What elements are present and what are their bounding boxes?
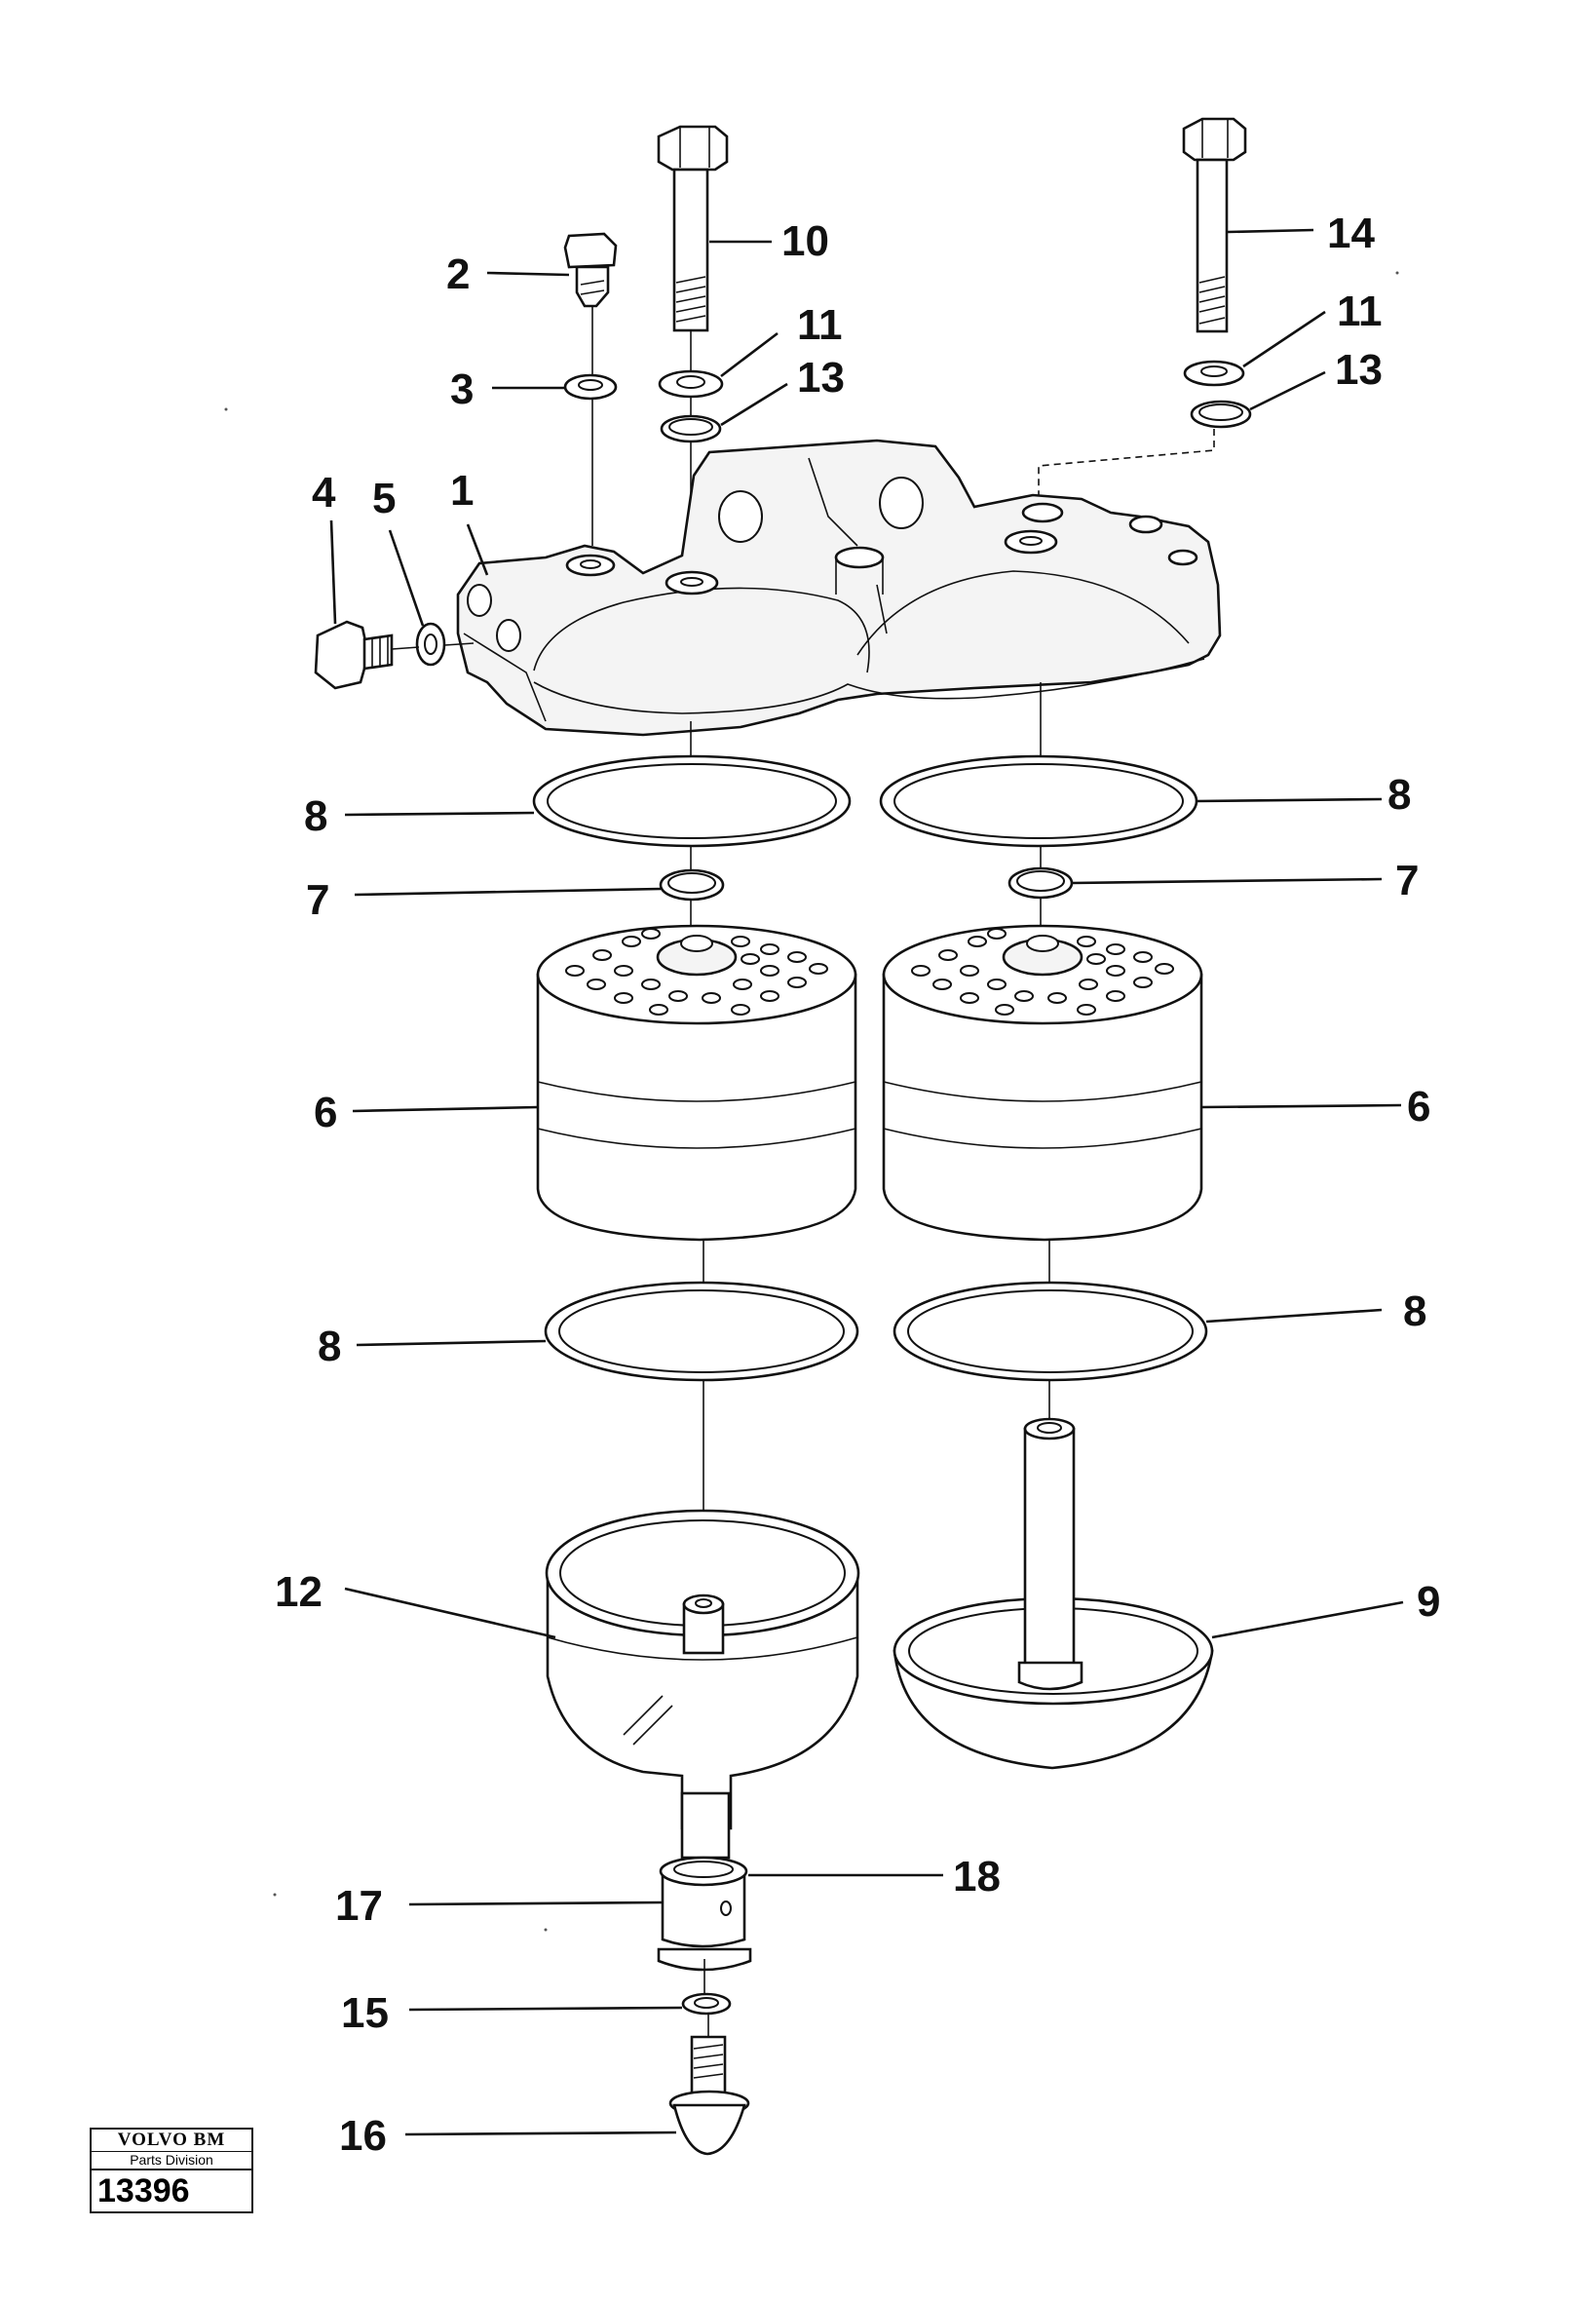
label-8-upper-right: 8 <box>1387 771 1411 819</box>
plug-2 <box>563 232 618 546</box>
label-9: 9 <box>1417 1578 1440 1626</box>
label-16: 16 <box>339 2112 387 2160</box>
filter-element-6-left <box>536 924 857 1242</box>
label-6-left: 6 <box>314 1089 337 1136</box>
bowl-9 <box>893 1417 1214 1770</box>
part-labels: 1 2 3 4 5 6 6 7 7 8 8 8 8 9 10 11 11 12 … <box>275 210 1440 2160</box>
label-2: 2 <box>446 250 470 298</box>
logo-division: Parts Division <box>92 2152 251 2170</box>
filter-head-1 <box>456 439 1222 737</box>
drawing-number: 13396 <box>97 2172 190 2209</box>
label-18: 18 <box>953 1853 1001 1901</box>
label-13-left: 13 <box>797 354 845 402</box>
label-3: 3 <box>450 365 474 413</box>
label-17: 17 <box>335 1882 383 1930</box>
washer-11-right <box>1183 360 1245 387</box>
label-7-left: 7 <box>306 876 329 924</box>
label-8-lower-right: 8 <box>1403 1287 1426 1335</box>
drain-valve-17 <box>657 1791 752 1972</box>
volvo-bm-logo: VOLVO BM Parts Division 13396 <box>90 2128 253 2213</box>
label-15: 15 <box>341 1989 389 2037</box>
bolt-14 <box>1182 117 1247 333</box>
print-specks <box>224 271 1399 1932</box>
washer-3 <box>563 373 618 401</box>
label-7-right: 7 <box>1395 857 1419 904</box>
label-10: 10 <box>781 217 829 265</box>
filter-element-6-right <box>882 924 1203 1242</box>
seal-8-upper-left <box>532 754 852 848</box>
seal-8-lower-right <box>893 1281 1208 1382</box>
washer-5 <box>415 622 446 667</box>
plug-4 <box>314 620 394 690</box>
leader-lines <box>329 228 1404 2136</box>
drain-plug-16 <box>668 2035 750 2156</box>
seal-8-lower-left <box>544 1281 859 1382</box>
label-8-lower-left: 8 <box>318 1323 341 1370</box>
seal-8-upper-right <box>879 754 1198 848</box>
label-5: 5 <box>372 475 396 522</box>
label-11-left: 11 <box>797 301 843 349</box>
label-6-right: 6 <box>1407 1083 1430 1131</box>
label-4: 4 <box>312 469 336 517</box>
label-11-right: 11 <box>1337 288 1383 335</box>
washer-15 <box>681 1992 732 2016</box>
seal-7-left <box>659 868 725 902</box>
label-14: 14 <box>1327 210 1375 257</box>
seal-7-right <box>1007 866 1074 900</box>
label-8-upper-left: 8 <box>304 792 327 840</box>
label-13-right: 13 <box>1335 346 1383 394</box>
label-12: 12 <box>275 1568 323 1616</box>
logo-brand: VOLVO BM <box>92 2130 251 2152</box>
washer-11-left <box>658 369 724 399</box>
seal-13-right <box>1190 400 1252 429</box>
ring-18 <box>659 1856 748 1887</box>
seal-13-left <box>660 414 722 443</box>
label-1: 1 <box>450 467 474 515</box>
bowl-12 <box>545 1509 860 1830</box>
